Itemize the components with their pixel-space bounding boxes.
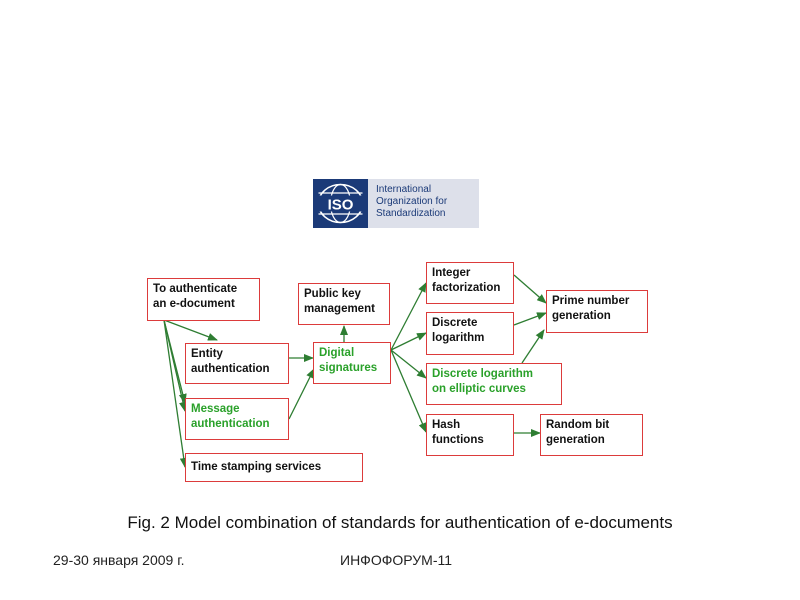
node-authenticate: To authenticate an e-document: [147, 278, 260, 321]
iso-name: International Organization for Standardi…: [376, 184, 476, 220]
footer-date: 29-30 января 2009 г.: [53, 552, 185, 568]
iso-logo: ISO International Organization for Stand…: [313, 179, 479, 228]
iso-name-line-3: Standardization: [376, 208, 446, 219]
arrow-digsig-to-ecdlog: [390, 349, 427, 379]
node-random-line-2: generation: [546, 434, 605, 446]
arrow-authenticate-to-entity: [163, 319, 218, 341]
node-digsig-line-1: Digital: [319, 347, 355, 359]
arrow-digsig-to-intfact: [390, 282, 427, 351]
arrow-authenticate-to-message-2: [163, 319, 187, 404]
node-digsig-line-2: signatures: [319, 362, 378, 374]
node-message-line-1: Message: [191, 403, 240, 415]
arrow-digsig-to-hash: [390, 349, 427, 433]
iso-globe-mark: ISO: [313, 179, 368, 228]
node-intfact-line-1: Integer: [432, 267, 471, 279]
node-prime-line-2: generation: [552, 310, 611, 322]
node-dlog-line-2: logarithm: [432, 332, 485, 344]
node-prime-line-1: Prime number: [552, 295, 630, 307]
node-public-key-management: Public key management: [298, 283, 390, 325]
node-pubkey-line-2: management: [304, 303, 375, 315]
node-ecdlog-line-1: Discrete logarithm: [432, 368, 533, 380]
node-entity-line-2: authentication: [191, 363, 270, 375]
node-digital-signatures: Digital signatures: [313, 342, 391, 384]
arrow-dlog-to-prime: [513, 312, 547, 326]
node-message-line-2: authentication: [191, 418, 270, 430]
node-entity-line-1: Entity: [191, 348, 223, 360]
node-hash-line-1: Hash: [432, 419, 461, 431]
node-ec-discrete-logarithm: Discrete logarithm on elliptic curves: [426, 363, 562, 405]
footer-event: ИНФОФОРУМ-11: [340, 552, 453, 568]
iso-mark-text: ISO: [328, 197, 354, 214]
arrow-ecdlog-to-prime: [521, 329, 545, 364]
node-authenticate-line-1: To authenticate: [153, 283, 238, 295]
arrow-message-to-digsig: [288, 368, 315, 420]
node-discrete-logarithm: Discrete logarithm: [426, 312, 514, 355]
node-dlog-line-1: Discrete: [432, 317, 478, 329]
node-integer-factorization: Integer factorization: [426, 262, 514, 304]
node-pubkey-line-1: Public key: [304, 288, 361, 300]
node-authenticate-line-2: an e-document: [153, 298, 235, 310]
node-timestamp-line-1: Time stamping services: [191, 461, 322, 473]
node-random-line-1: Random bit: [546, 419, 610, 431]
iso-name-line-1: International: [376, 184, 432, 195]
node-random-bit-generation: Random bit generation: [540, 414, 643, 456]
figure-caption: Fig. 2 Model combination of standards fo…: [127, 513, 673, 532]
iso-name-line-2: Organization for: [376, 196, 448, 207]
arrow-digsig-to-dlog: [390, 332, 427, 351]
node-entity-authentication: Entity authentication: [185, 343, 289, 384]
node-time-stamping: Time stamping services: [185, 453, 363, 482]
node-intfact-line-2: factorization: [432, 282, 501, 294]
node-hash-line-2: functions: [432, 434, 484, 446]
node-ecdlog-line-2: on elliptic curves: [432, 383, 526, 395]
node-message-authentication: Message authentication: [185, 398, 289, 440]
node-hash-functions: Hash functions: [426, 414, 514, 456]
arrow-authenticate-to-timestamp: [163, 319, 188, 468]
node-prime-number-generation: Prime number generation: [546, 290, 648, 333]
arrow-intfact-to-prime: [513, 274, 547, 304]
